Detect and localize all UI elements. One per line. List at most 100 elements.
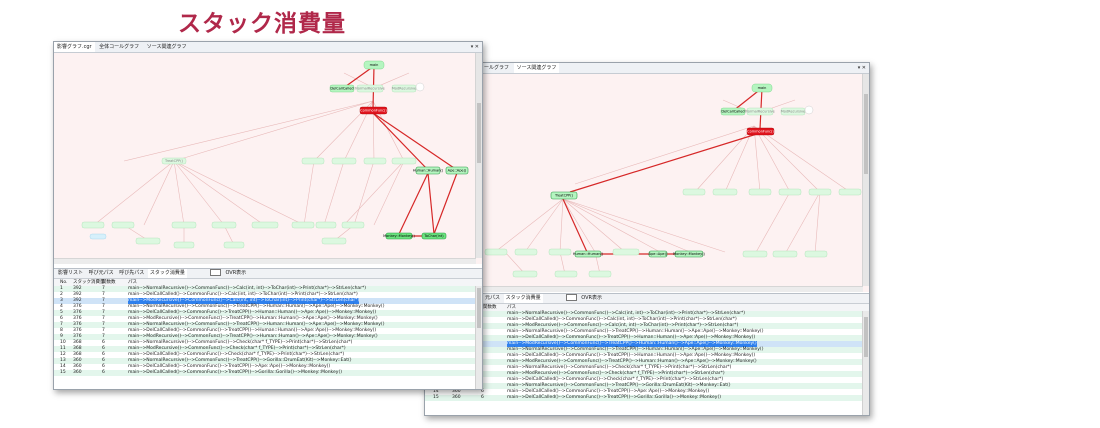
graph-node[interactable]	[173, 241, 195, 249]
table-row[interactable]: main-->ModRecursive()-->CommonFunc()-->C…	[425, 371, 863, 377]
graph-node[interactable]	[548, 248, 572, 256]
table-row[interactable]: main-->ModRecursive()-->CommonFunc()-->C…	[425, 323, 863, 329]
table-row[interactable]: main-->DelCallCalled()-->CommonFunc()-->…	[425, 335, 863, 341]
ovr-checkbox[interactable]	[210, 269, 222, 276]
table-row[interactable]: main-->ModRecursive()-->CommonFunc()-->T…	[425, 341, 863, 347]
graph-node[interactable]	[772, 250, 798, 258]
table-row[interactable]: main-->NormalRecursive()-->CommonFunc()-…	[425, 383, 863, 389]
tab-caller-path[interactable]: 呼び元パス	[88, 270, 114, 276]
graph-node[interactable]	[135, 237, 161, 245]
table-vertical-scrollbar[interactable]	[475, 286, 482, 389]
graph-node[interactable]	[251, 221, 279, 229]
graph-vertical-scrollbar[interactable]	[862, 74, 869, 286]
graph-node[interactable]	[111, 221, 135, 229]
graph-node[interactable]	[514, 248, 538, 256]
table-row[interactable]: main-->NormalRecursive()-->CommonFunc()-…	[425, 347, 863, 353]
graph-node[interactable]	[588, 270, 612, 278]
tab-callee-path[interactable]: 呼び先パス	[119, 270, 145, 276]
table-row[interactable]: main-->NormalRecursive()-->CommonFunc()-…	[425, 365, 863, 371]
table-row[interactable]: main-->DelCallCalled()-->CommonFunc()-->…	[425, 377, 863, 383]
node-treatcpp[interactable]	[550, 191, 578, 200]
tab-impact-list[interactable]: 影響リスト	[58, 270, 84, 276]
node-mod-recursive[interactable]	[391, 84, 417, 93]
graph-node[interactable]	[315, 221, 337, 229]
call-graph-canvas[interactable]: main DelCallCalled NormalRecursive ModRe…	[425, 74, 869, 292]
ovr-checkbox[interactable]	[566, 294, 578, 301]
graph-node[interactable]	[89, 233, 107, 240]
node-ape[interactable]	[445, 166, 469, 175]
node-ape[interactable]	[648, 250, 668, 258]
table-row[interactable]: main-->ModRecursive()-->CommonFunc()-->T…	[425, 359, 863, 365]
graph-node[interactable]	[171, 221, 197, 229]
column-func-count[interactable]: 関数数	[102, 280, 116, 285]
graph-node[interactable]	[712, 188, 738, 196]
graph-node[interactable]	[808, 188, 832, 196]
column-no[interactable]: No.	[60, 280, 68, 285]
node-common-func-hot[interactable]	[359, 106, 388, 115]
call-graph-canvas[interactable]: main DelCallCalled NormalRecursive ModRe…	[54, 53, 482, 264]
graph-node[interactable]	[554, 270, 578, 278]
tab-source-graph[interactable]: ソース関連グラフ	[146, 44, 187, 50]
node-main[interactable]	[751, 83, 773, 93]
graph-node[interactable]	[211, 221, 237, 229]
graph-node[interactable]	[391, 157, 417, 165]
graph-node[interactable]	[331, 157, 357, 165]
table-vertical-scrollbar[interactable]	[862, 311, 869, 415]
graph-node[interactable]	[748, 188, 772, 196]
tab-source-graph[interactable]: ソース関連グラフ	[513, 63, 560, 73]
table-row[interactable]: main-->DelCallCalled()-->CommonFunc()-->…	[425, 353, 863, 359]
node-common-func-hot[interactable]	[746, 127, 775, 136]
graph-scroll-thumb[interactable]	[477, 103, 481, 163]
column-path[interactable]: パス	[507, 305, 516, 310]
node-delcall[interactable]	[720, 107, 746, 116]
node-human[interactable]	[415, 166, 441, 175]
table-row[interactable]: main-->NormalRecursive()-->CommonFunc()-…	[425, 311, 863, 317]
node-normal-recursive[interactable]	[356, 84, 384, 93]
node-delcall[interactable]	[329, 84, 355, 93]
node-monkey[interactable]	[385, 232, 413, 240]
graph-node[interactable]	[301, 157, 325, 165]
graph-node[interactable]	[321, 237, 347, 245]
node-main[interactable]	[363, 60, 385, 70]
tab-callee-path[interactable]: 元パス	[485, 295, 501, 301]
graph-scroll-thumb[interactable]	[864, 94, 868, 174]
graph-vertical-scrollbar[interactable]	[475, 53, 482, 258]
window-controls[interactable]: ▾ ✕	[857, 65, 866, 71]
graph-node[interactable]	[838, 188, 862, 196]
table-row[interactable]: main-->NormalRecursive()-->CommonFunc()-…	[425, 329, 863, 335]
tab-call-graph[interactable]: ールグラフ	[484, 65, 510, 71]
column-stack[interactable]: スタック消費量	[73, 280, 105, 285]
graph-horizontal-scrollbar[interactable]	[425, 286, 863, 292]
graph-node[interactable]	[363, 157, 387, 165]
node-mod-recursive[interactable]	[780, 107, 806, 116]
graph-node[interactable]	[484, 248, 508, 256]
table-scroll-thumb[interactable]	[477, 288, 481, 328]
node-human[interactable]	[574, 250, 602, 258]
graph-node[interactable]	[612, 248, 640, 256]
graph-node[interactable]	[81, 221, 105, 229]
node-treatcpp[interactable]	[161, 157, 187, 165]
table-scroll-thumb[interactable]	[864, 317, 868, 357]
node-normal-recursive[interactable]	[746, 107, 774, 116]
graph-node[interactable]	[291, 221, 315, 229]
graph-node[interactable]	[512, 270, 538, 278]
column-path[interactable]: パス	[128, 280, 137, 285]
graph-node[interactable]	[682, 188, 706, 196]
node-monkey[interactable]	[674, 250, 704, 258]
graph-node[interactable]	[223, 241, 245, 249]
graph-node[interactable]	[341, 221, 365, 229]
graph-node[interactable]	[804, 250, 828, 258]
column-func-count[interactable]: 関数数	[483, 305, 497, 310]
